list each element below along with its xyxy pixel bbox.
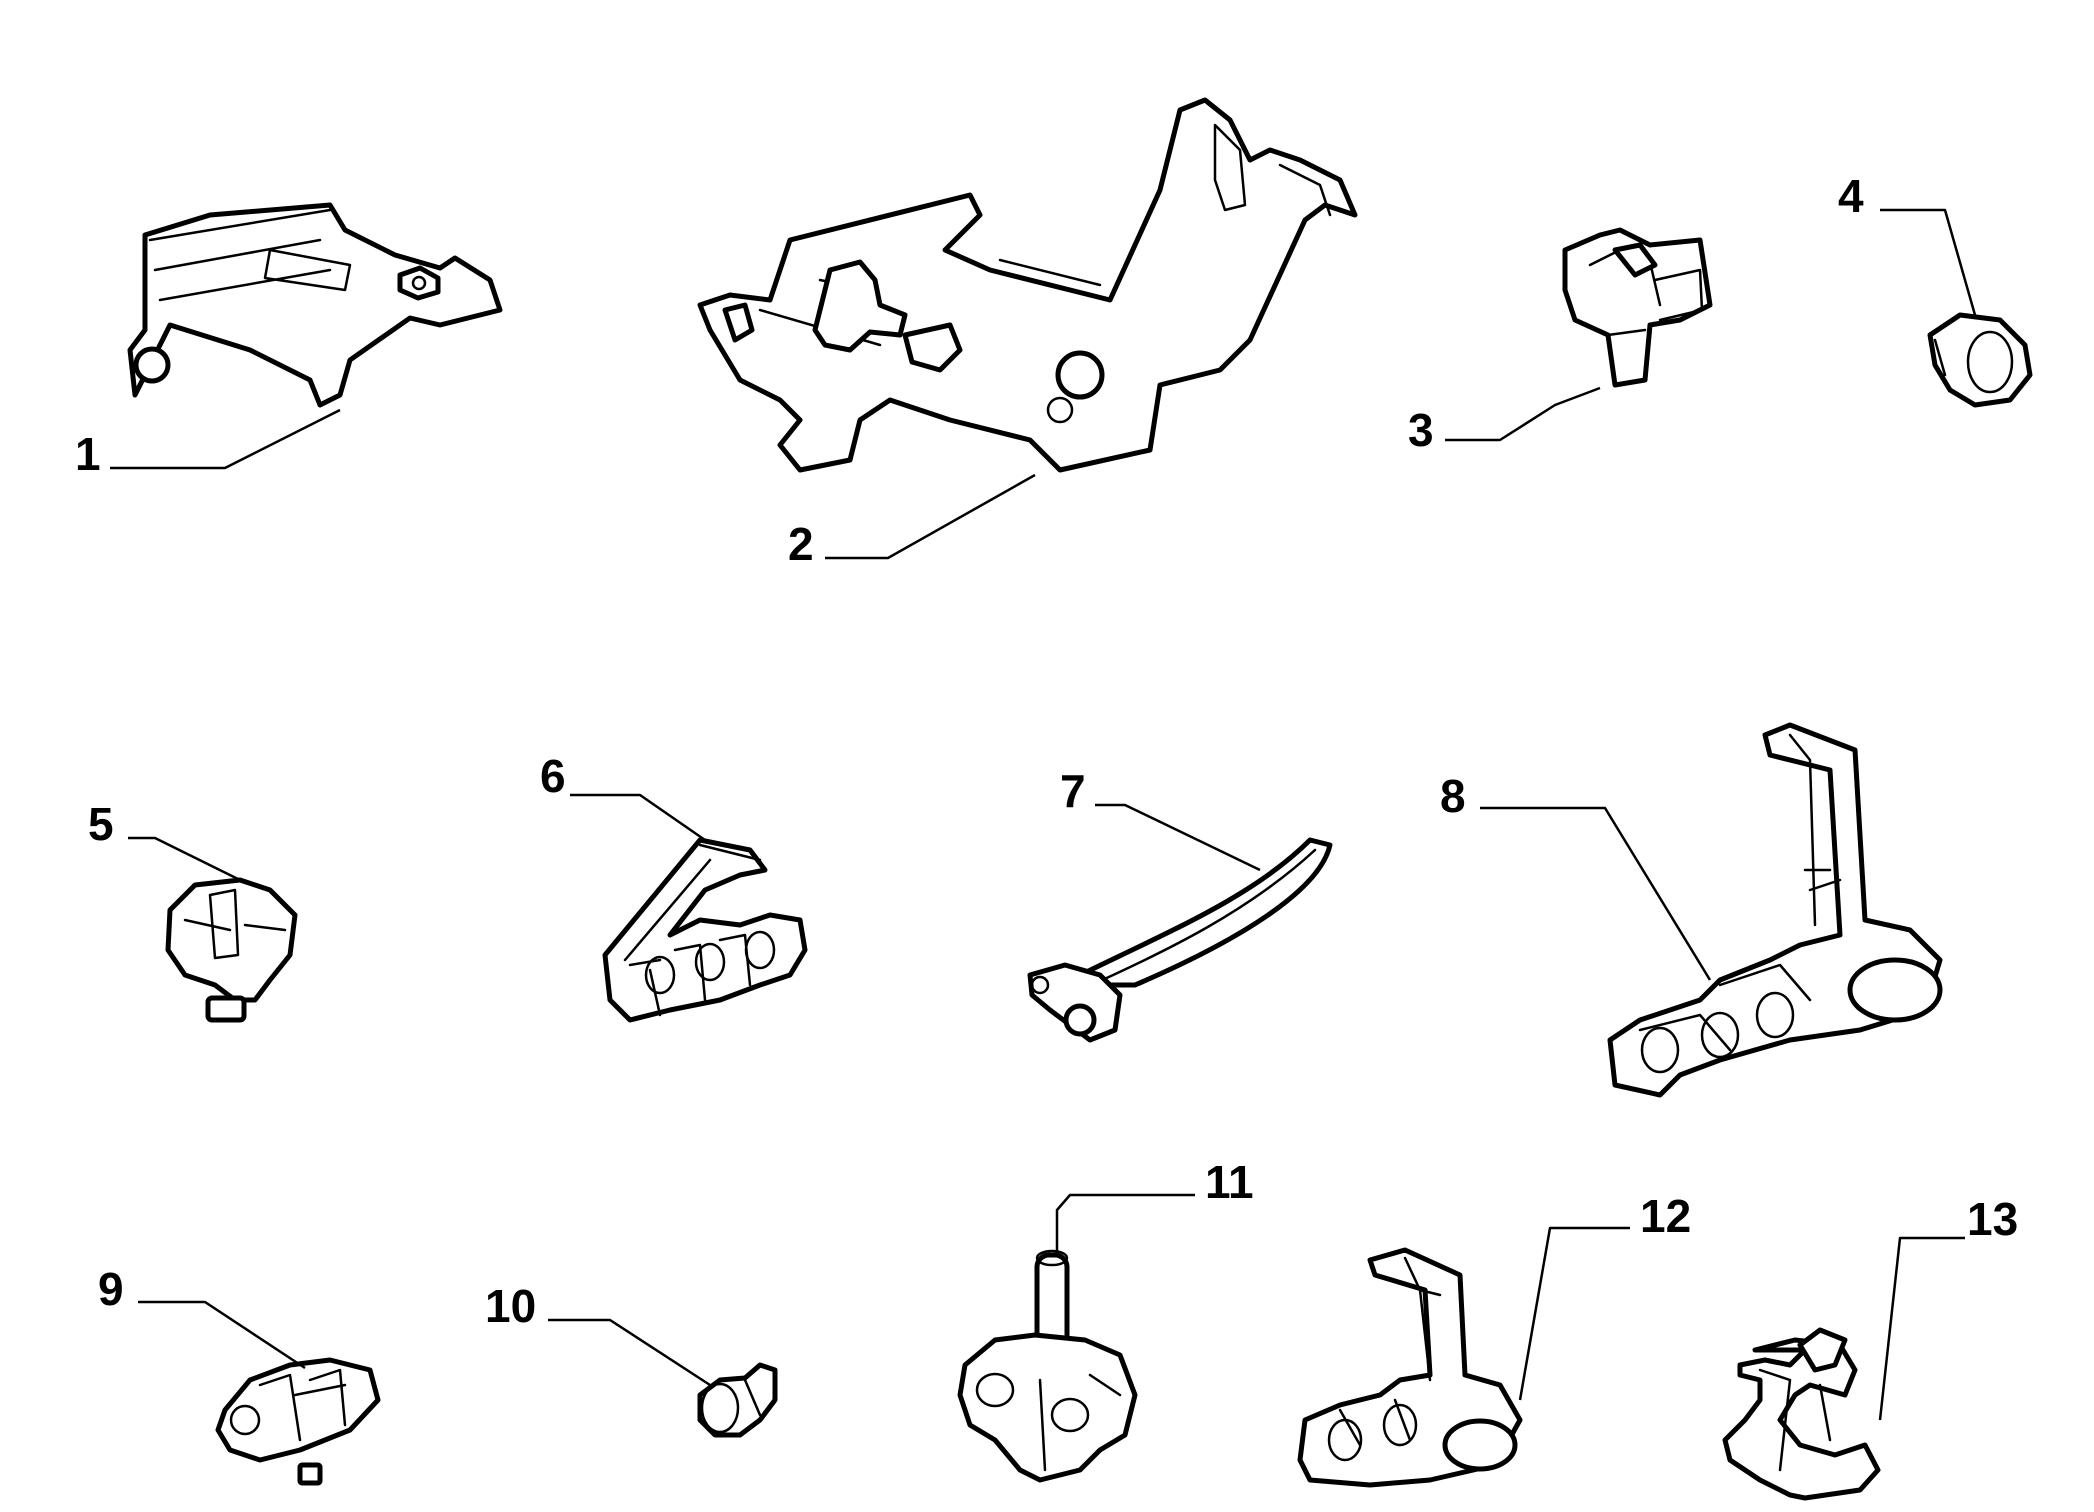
callout-9: 9 bbox=[98, 1263, 124, 1315]
leader-5 bbox=[128, 836, 241, 882]
callout-10: 10 bbox=[485, 1280, 536, 1332]
part-1-bracket bbox=[127, 202, 503, 408]
callout-1: 1 bbox=[75, 428, 101, 480]
callout-11: 11 bbox=[1205, 1156, 1254, 1208]
leader-11 bbox=[1055, 1193, 1195, 1255]
leader-1 bbox=[110, 408, 341, 470]
part-11-clip-with-pin bbox=[957, 1249, 1138, 1483]
leader-10 bbox=[548, 1318, 711, 1387]
part-8-large-pipe-clip bbox=[1607, 722, 1943, 1098]
part-6-multi-pipe-clip bbox=[602, 837, 808, 1023]
leader-12 bbox=[1518, 1226, 1630, 1401]
leader-2 bbox=[825, 473, 1036, 560]
callout-4: 4 bbox=[1838, 170, 1864, 222]
callout-5: 5 bbox=[88, 798, 114, 850]
part-4-push-rivet bbox=[1927, 312, 2033, 408]
callout-13: 13 bbox=[1967, 1193, 2018, 1245]
callout-6: 6 bbox=[540, 750, 566, 802]
callout-12: 12 bbox=[1640, 1190, 1691, 1242]
leader-8 bbox=[1480, 806, 1712, 981]
callout-8: 8 bbox=[1440, 770, 1466, 822]
part-12-pipe-clip-strap bbox=[1297, 1247, 1523, 1488]
part-10-push-fastener bbox=[697, 1362, 778, 1438]
part-9-double-clip bbox=[215, 1357, 381, 1486]
leader-6 bbox=[570, 793, 706, 842]
callout-2: 2 bbox=[788, 518, 814, 570]
part-7-cable-tie bbox=[1027, 837, 1333, 1043]
leader-7 bbox=[1095, 803, 1261, 872]
callout-3: 3 bbox=[1408, 404, 1434, 456]
leader-9 bbox=[138, 1300, 306, 1370]
leader-13 bbox=[1878, 1236, 1965, 1421]
leader-4 bbox=[1880, 208, 1977, 316]
part-2-support-bracket bbox=[697, 97, 1358, 473]
part-13-open-clip bbox=[1722, 1327, 1881, 1501]
leader-lines bbox=[110, 208, 1977, 1421]
leader-3 bbox=[1445, 386, 1601, 442]
part-3-clip bbox=[1562, 227, 1713, 388]
part-5-small-clip bbox=[165, 877, 298, 1023]
callout-7: 7 bbox=[1060, 765, 1086, 817]
callout-labels: 1 2 3 4 5 6 7 8 9 10 11 12 13 bbox=[75, 170, 2018, 1332]
